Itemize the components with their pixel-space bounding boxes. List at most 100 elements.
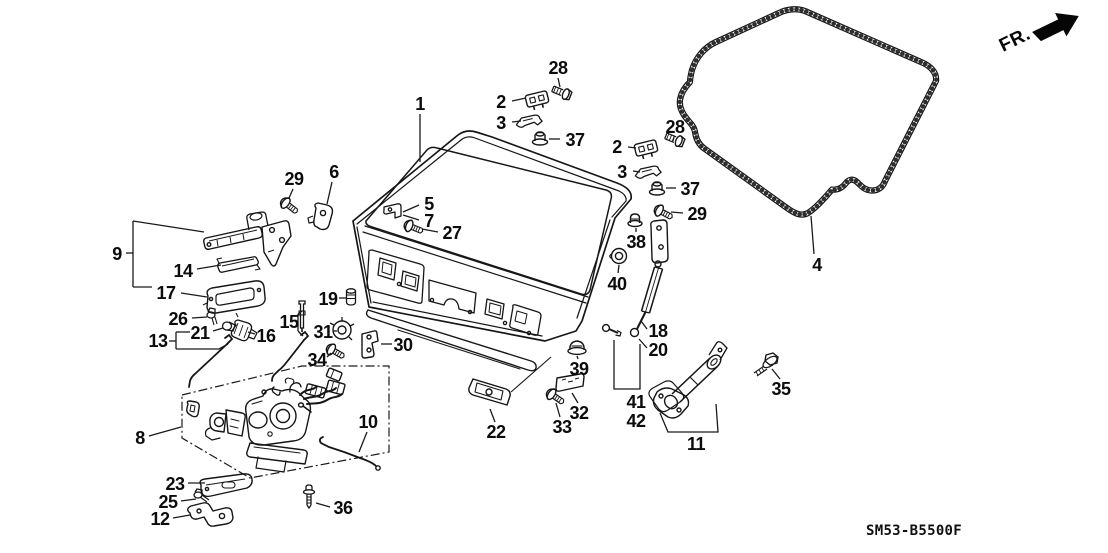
- leader-line: [247, 331, 256, 335]
- leader-line: [511, 120, 522, 123]
- callout-2: 2: [496, 92, 506, 112]
- callout-35: 35: [771, 379, 791, 399]
- callout-31: 31: [313, 322, 333, 342]
- switch-part-31: [329, 317, 355, 341]
- striker-parts-21-16: [221, 319, 258, 342]
- bracket-part-12: [187, 502, 234, 527]
- cushion-part-39: [567, 340, 587, 356]
- bolt-part-26: [206, 307, 218, 326]
- leader-line: [180, 292, 208, 298]
- gas-strut-parts-18-20: [601, 219, 669, 338]
- callout-6: 6: [329, 162, 339, 182]
- leader-line: [617, 264, 620, 274]
- callout-38: 38: [626, 232, 646, 252]
- cap-part-19: [345, 288, 357, 306]
- leader-line: [557, 77, 561, 88]
- leader-line: [571, 392, 579, 404]
- callout-23: 23: [165, 474, 185, 494]
- bracket-part-30: [361, 330, 379, 359]
- leader-lines: [126, 77, 815, 519]
- leader-line: [326, 181, 333, 205]
- leader-line: [196, 264, 222, 270]
- callout-22: 22: [486, 422, 506, 442]
- hinge-assembly-part-9: [203, 211, 292, 267]
- callout-9: 9: [112, 244, 122, 264]
- callout-3: 3: [496, 113, 506, 133]
- callout-36: 36: [333, 498, 353, 518]
- callout-16: 16: [256, 326, 276, 346]
- callout-1: 1: [415, 94, 425, 114]
- leader-line: [640, 320, 648, 330]
- callout-42: 42: [626, 411, 646, 431]
- callout-21: 21: [190, 323, 210, 343]
- bolt-part-25: [193, 488, 210, 503]
- callout-29: 29: [687, 204, 707, 224]
- leader-line: [421, 228, 439, 233]
- bracket-part-5-7: [383, 203, 402, 219]
- leader-line: [288, 188, 294, 199]
- weatherstrip-seal-drawing: [676, 6, 940, 218]
- leader-line: [315, 502, 331, 508]
- leader-line: [191, 316, 208, 319]
- callout-32: 32: [569, 403, 589, 423]
- callout-8: 8: [135, 428, 145, 448]
- leader-line: [627, 146, 637, 149]
- leader-line: [511, 97, 527, 102]
- leader-line: [148, 426, 182, 437]
- leader-line: [297, 310, 303, 315]
- callout-14: 14: [173, 261, 193, 281]
- callout-3: 3: [617, 162, 627, 182]
- callout-5: 5: [424, 194, 434, 214]
- screw-part-36: [302, 484, 316, 510]
- callout-30: 30: [393, 335, 413, 355]
- leader-line: [672, 136, 675, 142]
- leader-line: [576, 355, 579, 360]
- rod-part-10: [318, 436, 381, 471]
- leader-line: [132, 220, 205, 233]
- lock-assembly-boundary: [181, 365, 390, 479]
- leader-line: [771, 368, 781, 380]
- lock-cylinder-part-11: [648, 341, 728, 419]
- bolt-part-35: [753, 352, 779, 377]
- leader-line: [212, 327, 224, 332]
- leader-line: [172, 514, 191, 519]
- leader-line: [810, 215, 815, 255]
- callout-17: 17: [156, 283, 176, 303]
- plate-part-32: [555, 373, 585, 392]
- lock-assembly-part-8: [186, 367, 346, 473]
- callout-41: 41: [626, 392, 646, 412]
- callout-19: 19: [318, 289, 338, 309]
- gasket-part-17: [202, 280, 266, 318]
- leader-line: [555, 402, 561, 418]
- leader-line: [613, 340, 641, 390]
- leader-line: [297, 330, 304, 337]
- callout-4: 4: [812, 255, 822, 275]
- callout-13: 13: [148, 331, 168, 351]
- bracket-part-6: [307, 202, 334, 231]
- callout-33: 33: [552, 417, 572, 437]
- leader-line: [326, 352, 332, 358]
- fr-arrow-icon: [1032, 13, 1079, 42]
- leader-line: [638, 338, 648, 349]
- callout-26: 26: [168, 309, 188, 329]
- callout-11: 11: [687, 434, 706, 454]
- callout-25: 25: [158, 492, 178, 512]
- callout-7: 7: [424, 211, 434, 231]
- leader-line: [176, 343, 229, 350]
- callout-34: 34: [307, 350, 327, 370]
- callout-12: 12: [150, 509, 170, 529]
- tailgate-drawing: [352, 130, 633, 372]
- leader-line: [632, 170, 641, 173]
- callout-37: 37: [680, 179, 700, 199]
- callout-28: 28: [665, 117, 685, 137]
- leader-line: [670, 211, 684, 214]
- leader-line: [402, 214, 420, 221]
- callout-27: 27: [442, 223, 462, 243]
- callout-28: 28: [548, 58, 568, 78]
- leader-line: [402, 204, 420, 213]
- small-parts: [181, 83, 779, 527]
- callout-40: 40: [607, 274, 627, 294]
